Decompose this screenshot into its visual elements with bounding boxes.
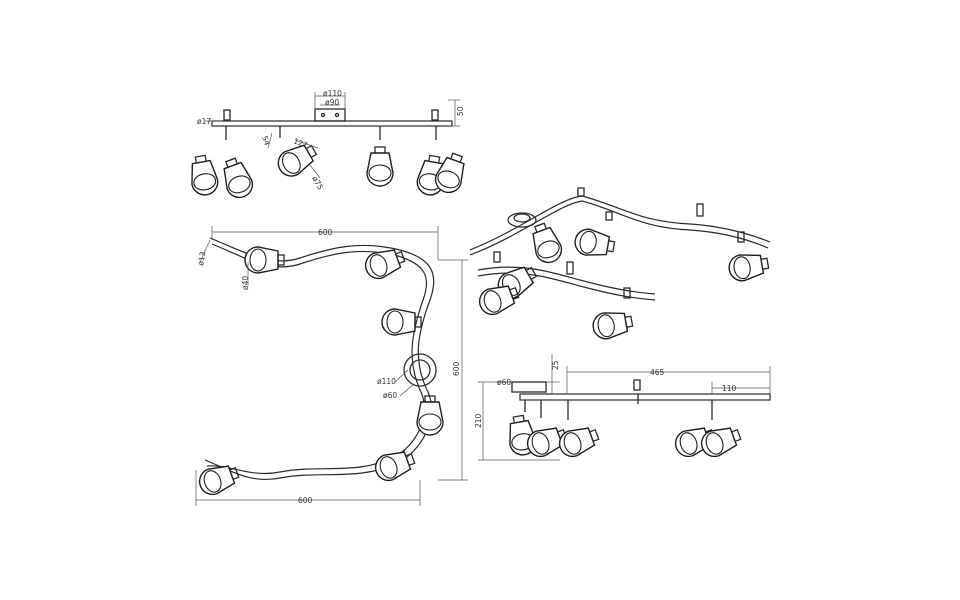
top-canopy	[403, 353, 437, 387]
dim-top-6: 600	[298, 496, 313, 505]
dim-top-0: 600	[318, 228, 333, 237]
front-rail	[211, 120, 453, 127]
persp-spot-2	[572, 226, 617, 261]
dim-top-4: ø60	[383, 391, 397, 400]
persp-canopy	[507, 212, 537, 228]
side-view: 25 465 ø60 110 210	[474, 354, 771, 461]
dim-side-2: ø60	[497, 378, 511, 387]
side-canopy	[511, 381, 547, 393]
persp-spot-1	[526, 219, 566, 267]
dim-top-5: 600	[452, 361, 461, 376]
front-spot-4	[366, 146, 394, 187]
dim-side-4: 210	[474, 413, 483, 428]
dim-front-2: 50	[456, 106, 465, 116]
dim-top-1: ø13	[196, 251, 207, 267]
dim-front-3: ø17	[197, 117, 211, 126]
top-spot-6	[371, 445, 419, 485]
dim-top-2: ø40	[241, 276, 250, 290]
front-spot-2	[217, 154, 257, 202]
front-spot-1	[186, 153, 221, 198]
dim-side-0: 25	[551, 360, 560, 370]
persp-spot-3	[726, 249, 771, 284]
persp-spot-6	[590, 307, 635, 342]
side-spot-3	[555, 421, 603, 461]
front-canopy	[314, 108, 346, 122]
dim-front-0: ø110	[323, 89, 342, 98]
top-view: 600 ø13 ø40 ø110 ø60 600 600	[195, 226, 468, 506]
dim-top-3: ø110	[377, 377, 396, 386]
perspective-view	[469, 187, 771, 342]
dim-side-3: 110	[722, 384, 737, 393]
dim-front-4: 54	[260, 135, 272, 147]
side-rail	[519, 393, 771, 401]
dim-side-1: 465	[650, 368, 665, 377]
front-view: ø110 ø90 50 ø17 54 127 ø75	[186, 89, 471, 202]
top-spot-4	[416, 395, 444, 436]
top-spot-1	[244, 246, 285, 274]
dim-front-6: ø75	[310, 175, 325, 192]
top-spot-3	[381, 308, 422, 336]
dim-front-1: ø90	[325, 98, 339, 107]
